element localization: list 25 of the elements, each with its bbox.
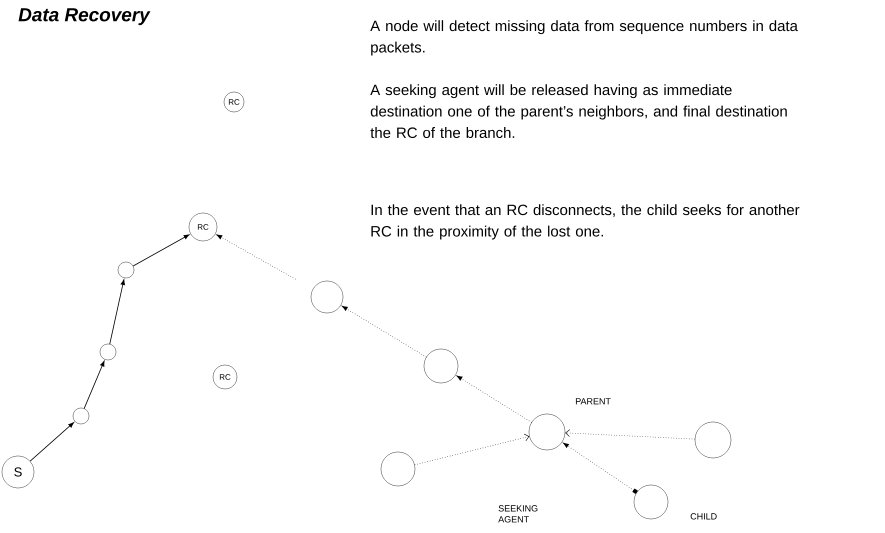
arrow (84, 360, 105, 409)
arrow (414, 434, 530, 466)
arrow (30, 422, 74, 462)
empty-circle (100, 344, 116, 360)
arrow (456, 375, 532, 423)
paragraph: A seeking agent will be released having as immediate destination one of the parent’s neighbors, and final destination the RC of the branch. (370, 84, 787, 138)
arrow (132, 234, 190, 266)
arrow (565, 429, 696, 440)
empty-circle (72, 408, 90, 424)
empty-circle (528, 414, 566, 450)
empty-circle (380, 452, 416, 486)
empty-circle (634, 484, 668, 520)
node-caption: PARENT (576, 398, 611, 404)
arrow (216, 234, 296, 280)
node-caption: CHILD (690, 513, 717, 520)
title: Data Recovery (18, 8, 150, 26)
agent-label: SEEKING AGENT (498, 505, 538, 522)
empty-circle (118, 262, 134, 278)
empty-circle (694, 422, 732, 458)
arrow (109, 279, 126, 344)
arrow (342, 306, 427, 358)
empty-circle (424, 348, 458, 384)
paragraph: In the event that an RC disconnects, the child seeks for another RC in the proximity of the lost one. (371, 204, 800, 240)
empty-circle (310, 280, 344, 314)
paragraph: A node will detect missing data from sequence numbers in data packets. (370, 20, 798, 56)
